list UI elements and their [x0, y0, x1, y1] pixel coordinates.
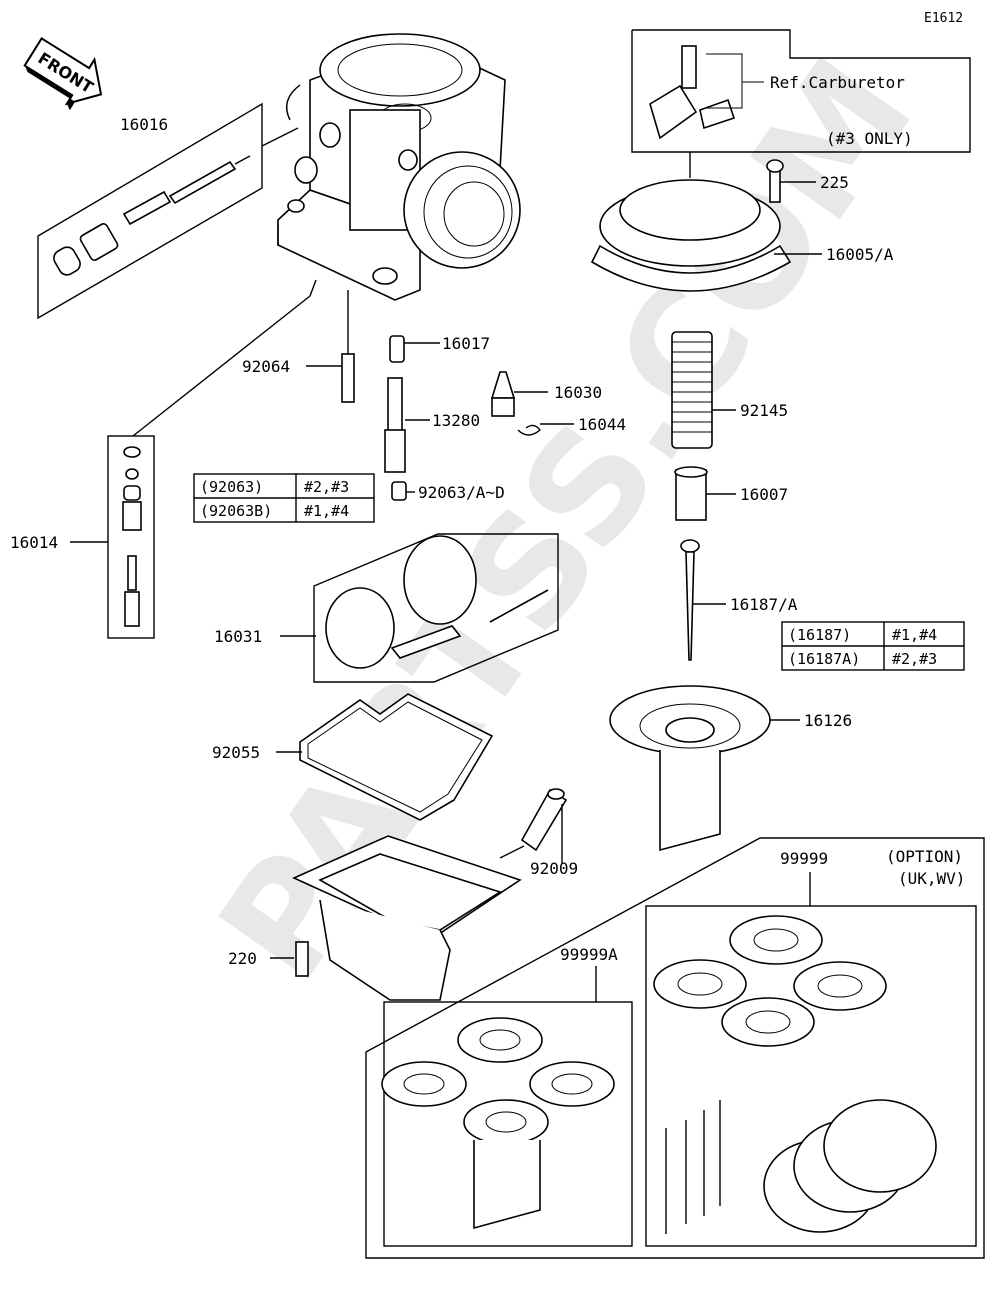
- float-assy-16031: [280, 533, 559, 683]
- label-225[interactable]: 225: [820, 173, 849, 192]
- label-92064[interactable]: 92064: [242, 357, 290, 376]
- table-92063-row2-cyl: #1,#4: [304, 502, 349, 520]
- label-16044[interactable]: 16044: [578, 415, 626, 434]
- table-92063-row1-cyl: #2,#3: [304, 478, 349, 496]
- float-bowl: [270, 835, 522, 1001]
- label-99999A[interactable]: 99999A: [560, 945, 618, 964]
- float-bowl-gasket-92055: [276, 693, 494, 821]
- needle-jet-kit-16014: [70, 279, 317, 639]
- option-kit-box-99999: [365, 837, 985, 1259]
- carburetor-body: [277, 33, 521, 301]
- diagram-code: E1612: [924, 11, 963, 26]
- option-region: (UK,WV): [898, 869, 965, 888]
- spring-92145: [671, 331, 736, 449]
- option-label: (OPTION): [886, 847, 963, 866]
- label-16031[interactable]: 16031: [214, 627, 262, 646]
- table-16187-row2-part: (16187A): [788, 650, 860, 668]
- label-99999[interactable]: 99999: [780, 849, 828, 868]
- needle-holder-16007: [674, 466, 736, 521]
- table-16187: (16187) #1,#4 (16187A) #2,#3: [781, 621, 965, 671]
- jet-needle-16187: [680, 539, 726, 661]
- label-16007[interactable]: 16007: [740, 485, 788, 504]
- label-16126[interactable]: 16126: [804, 711, 852, 730]
- option-kit-box-99999A: [381, 966, 633, 1247]
- pilot-screw-kit-16016: [37, 102, 299, 320]
- jet-parts: [306, 290, 574, 501]
- table-92063-row2-part: (92063B): [200, 502, 272, 520]
- label-16016[interactable]: 16016: [120, 115, 168, 134]
- part-labels: 16016 16014 92064 16017 16030 13280 1604…: [10, 115, 894, 968]
- label-220[interactable]: 220: [228, 949, 257, 968]
- ref-carburetor-label: Ref.Carburetor: [770, 73, 905, 92]
- label-92055[interactable]: 92055: [212, 743, 260, 762]
- table-92063: (92063) #2,#3 (92063B) #1,#4: [193, 473, 375, 523]
- label-16017[interactable]: 16017: [442, 334, 490, 353]
- label-13280[interactable]: 13280: [432, 411, 480, 430]
- ref-carburetor-note: (#3 ONLY): [826, 129, 913, 148]
- table-16187-row2-cyl: #2,#3: [892, 650, 937, 668]
- top-cover-16005: [590, 159, 822, 292]
- label-92009[interactable]: 92009: [530, 859, 578, 878]
- label-16014[interactable]: 16014: [10, 533, 58, 552]
- ref-carburetor-box: [631, 29, 971, 178]
- label-16187[interactable]: 16187/A: [730, 595, 798, 614]
- label-92063[interactable]: 92063/A~D: [418, 483, 505, 502]
- drain-screw-92009: [499, 788, 568, 864]
- label-92145[interactable]: 92145: [740, 401, 788, 420]
- label-16005[interactable]: 16005/A: [826, 245, 894, 264]
- label-16030[interactable]: 16030: [554, 383, 602, 402]
- table-16187-row1-cyl: #1,#4: [892, 626, 937, 644]
- front-arrow-icon: FRONT: [23, 37, 103, 111]
- table-16187-row1-part: (16187): [788, 626, 851, 644]
- diaphragm-16126: [609, 685, 800, 852]
- table-92063-row1-part: (92063): [200, 478, 263, 496]
